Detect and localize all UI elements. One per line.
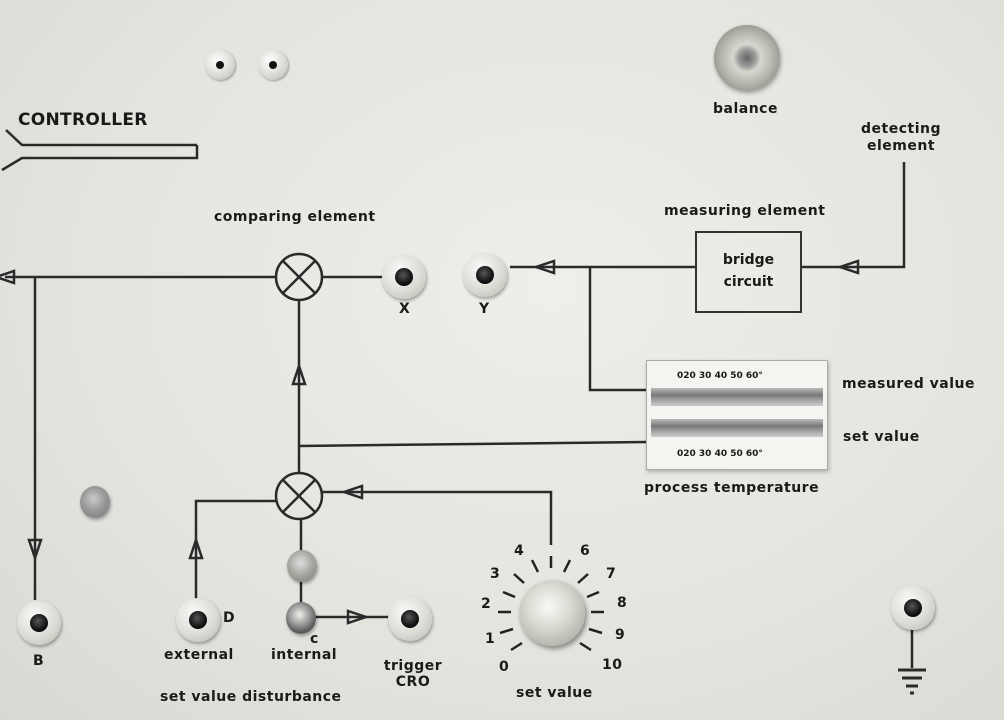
- dial-number-4: 4: [514, 543, 525, 559]
- internal-pushbutton[interactable]: [287, 550, 317, 582]
- top-jack-right[interactable]: [258, 50, 288, 80]
- meter-scale-bottom: 020 30 40 50 60°: [677, 449, 763, 459]
- dial-number-2: 2: [481, 596, 492, 612]
- dial-number-1: 1: [485, 631, 496, 647]
- arrowhead-output-left: [0, 269, 16, 285]
- process-temperature-meter: 020 30 40 50 60° 020 30 40 50 60°: [646, 360, 828, 470]
- set-value-knob[interactable]: [519, 580, 585, 646]
- controller-arrow: [1, 129, 199, 172]
- set-value-dial-ticks: [498, 556, 604, 652]
- arrowhead-trigger: [346, 609, 370, 625]
- knob-to-summer-wire: [322, 490, 553, 545]
- jack-y-label: Y: [479, 301, 490, 317]
- arrowhead-external-up: [188, 536, 204, 560]
- measured-value-needle-area: [651, 388, 823, 406]
- set-value-needle-area: [651, 419, 823, 437]
- set-value-meter-label: set value: [843, 429, 920, 445]
- balance-knob[interactable]: [714, 25, 780, 91]
- arrowhead-bridge-in: [836, 259, 860, 275]
- balance-label: balance: [713, 101, 778, 117]
- bridge-circuit-box: bridge circuit: [695, 231, 802, 313]
- comparing-element-label: comparing element: [214, 209, 376, 225]
- set-value-meter-wire: [298, 440, 649, 448]
- external-label: external: [164, 647, 234, 663]
- internal-label: internal: [271, 647, 338, 663]
- jack-b[interactable]: [17, 601, 61, 645]
- jack-d-label: D: [223, 610, 236, 626]
- detecting-element-label: detecting element: [861, 121, 941, 154]
- setpoint-summer-symbol: [274, 471, 324, 521]
- trigger-cro-label: trigger CRO: [383, 658, 443, 690]
- meter-scale-top: 020 30 40 50 60°: [677, 371, 763, 381]
- jack-x[interactable]: [382, 255, 426, 299]
- comparing-element-symbol: [274, 252, 324, 302]
- jack-b-label: B: [33, 653, 45, 669]
- jack-d-external[interactable]: [176, 598, 220, 642]
- jack-x-label: X: [399, 301, 411, 317]
- small-knob-left[interactable]: [80, 486, 110, 518]
- jack-trigger-cro[interactable]: [388, 597, 432, 641]
- top-jack-left[interactable]: [205, 50, 235, 80]
- switch-c-label: c: [310, 631, 319, 647]
- process-temperature-label: process temperature: [644, 480, 820, 496]
- controller-label: CONTROLLER: [18, 110, 148, 130]
- dial-number-8: 8: [617, 595, 628, 611]
- set-value-disturbance-label: set value disturbance: [160, 689, 342, 705]
- arrowhead-up-to-comparator: [291, 362, 307, 386]
- ground-symbol: [898, 668, 926, 695]
- dial-number-7: 7: [606, 566, 617, 582]
- arrowhead-y-in: [532, 259, 556, 275]
- arrowhead-b-down: [27, 538, 43, 562]
- dial-number-3: 3: [490, 566, 501, 582]
- dial-number-9: 9: [615, 627, 626, 643]
- measuring-element-label: measuring element: [664, 203, 826, 219]
- measured-branch-wire: [588, 267, 648, 392]
- dial-number-10: 10: [602, 657, 623, 673]
- measured-value-label: measured value: [842, 376, 975, 392]
- dial-number-6: 6: [580, 543, 591, 559]
- external-wire: [194, 499, 276, 600]
- jack-y[interactable]: [463, 253, 507, 297]
- detecting-wire: [800, 162, 906, 269]
- arrowhead-knob-to-summer: [340, 484, 364, 500]
- set-value-knob-label: set value: [516, 685, 593, 701]
- ground-jack[interactable]: [891, 586, 935, 630]
- internal-toggle-switch[interactable]: [286, 602, 316, 634]
- dial-number-0: 0: [499, 659, 510, 675]
